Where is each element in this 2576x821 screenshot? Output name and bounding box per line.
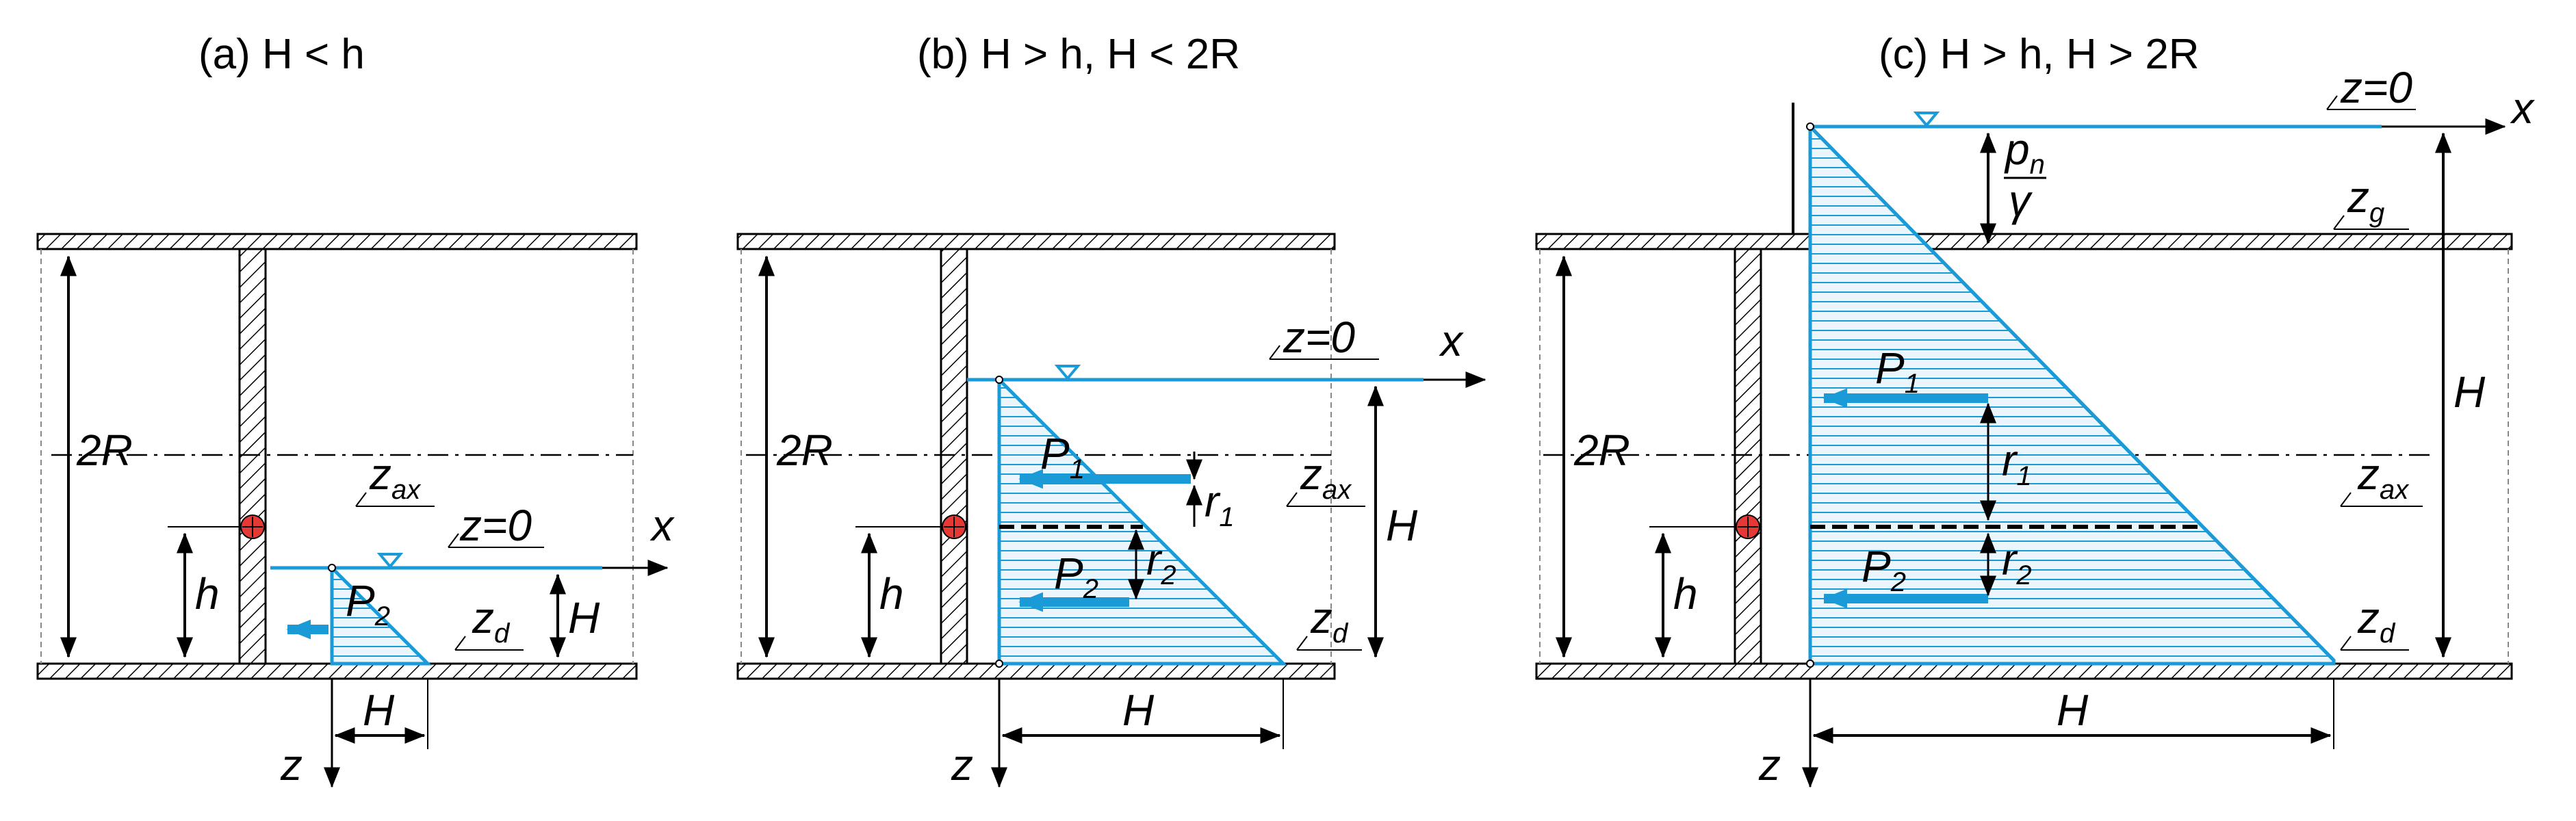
z0-marker-tick <box>1269 345 1280 360</box>
zax-marker-tick <box>355 492 367 507</box>
label-P1: P1 <box>1875 343 1920 399</box>
label-x: x <box>649 501 675 550</box>
label-2R: 2R <box>776 426 833 475</box>
label-x: x <box>2510 83 2535 133</box>
gate-plate <box>1734 248 1762 665</box>
label-z-axis: z <box>1758 740 1781 790</box>
label-h: h <box>1673 569 1698 618</box>
zd-marker-tick <box>454 636 466 651</box>
label-zd: zd <box>1310 593 1349 649</box>
panel-a: (a) H < h 2R h x P2 za <box>36 31 675 790</box>
label-zax: zax <box>369 449 422 505</box>
label-2R: 2R <box>76 426 133 475</box>
pipe-bottom-wall <box>36 662 638 680</box>
label-H-horizontal: H <box>363 686 395 735</box>
origin-point <box>995 376 1003 384</box>
zg-marker-tick <box>2333 215 2345 230</box>
label-z0: z=0 <box>459 501 532 550</box>
bottom-point <box>1806 660 1814 668</box>
z0-marker-tick <box>2326 95 2338 110</box>
water-level-symbol <box>1913 112 1940 128</box>
water-level-symbol <box>1054 365 1081 381</box>
label-H-horizontal: H <box>2057 686 2089 735</box>
label-gamma: γ <box>2009 176 2033 225</box>
label-P2: P2 <box>1054 549 1098 604</box>
origin-point <box>328 564 336 572</box>
label-r1: r1 <box>1205 477 1235 532</box>
label-P2: P2 <box>346 576 390 631</box>
pipe-top-wall <box>36 233 638 250</box>
gate-plate <box>238 248 267 665</box>
label-P1: P1 <box>1040 429 1085 484</box>
origin-point <box>1806 122 1814 131</box>
label-z-axis: z <box>951 740 973 790</box>
pressure-diagram-P2 <box>330 563 433 666</box>
pipe-bottom-wall <box>1535 662 2513 680</box>
label-r2: r2 <box>2002 535 2032 590</box>
label-z-axis: z <box>280 740 302 790</box>
label-pn: pn <box>2004 125 2045 180</box>
label-z0: z=0 <box>2340 63 2412 112</box>
pressure-diagram <box>997 375 1288 666</box>
label-h: h <box>195 569 220 618</box>
zax-marker-tick <box>1286 492 1298 507</box>
label-2R: 2R <box>1573 426 1630 475</box>
gate-plate <box>940 248 968 665</box>
panel-a-title: (a) H < h <box>198 31 365 78</box>
zd-marker-tick <box>2340 636 2352 651</box>
label-H-vertical: H <box>2453 367 2486 417</box>
panel-b: (b) H > h, H < 2R 2R h x P1 P2 r1 <box>736 31 1486 790</box>
panel-b-title: (b) H > h, H < 2R <box>917 31 1240 78</box>
pipe-top-wall <box>1535 233 2513 250</box>
label-H-horizontal: H <box>1122 686 1155 735</box>
label-H-vertical: H <box>1386 501 1418 550</box>
bottom-point <box>995 660 1003 668</box>
label-x: x <box>1439 316 1464 365</box>
z0-marker-tick <box>448 533 459 548</box>
label-zg: zg <box>2347 172 2384 228</box>
label-z0: z=0 <box>1283 313 1355 362</box>
water-level-symbol <box>376 553 404 569</box>
label-zax: zax <box>1300 449 1352 505</box>
label-h: h <box>879 569 904 618</box>
label-r1: r1 <box>2002 436 2032 491</box>
pipe-bottom-wall <box>736 662 1336 680</box>
label-H-vertical: H <box>568 593 600 642</box>
label-r2: r2 <box>1146 535 1176 590</box>
label-zd: zd <box>472 593 511 649</box>
panel-c: (c) H > h, H > 2R 2R h x pn γ <box>1535 31 2535 790</box>
label-P2: P2 <box>1862 542 1906 597</box>
panel-c-title: (c) H > h, H > 2R <box>1879 31 2200 78</box>
zd-marker-tick <box>1296 636 1308 651</box>
pressure-hypotenuse <box>1809 125 2335 662</box>
pipe-top-wall <box>736 233 1336 250</box>
zax-marker-tick <box>2340 492 2352 507</box>
label-zax: zax <box>2357 449 2410 505</box>
label-zd: zd <box>2357 593 2396 649</box>
